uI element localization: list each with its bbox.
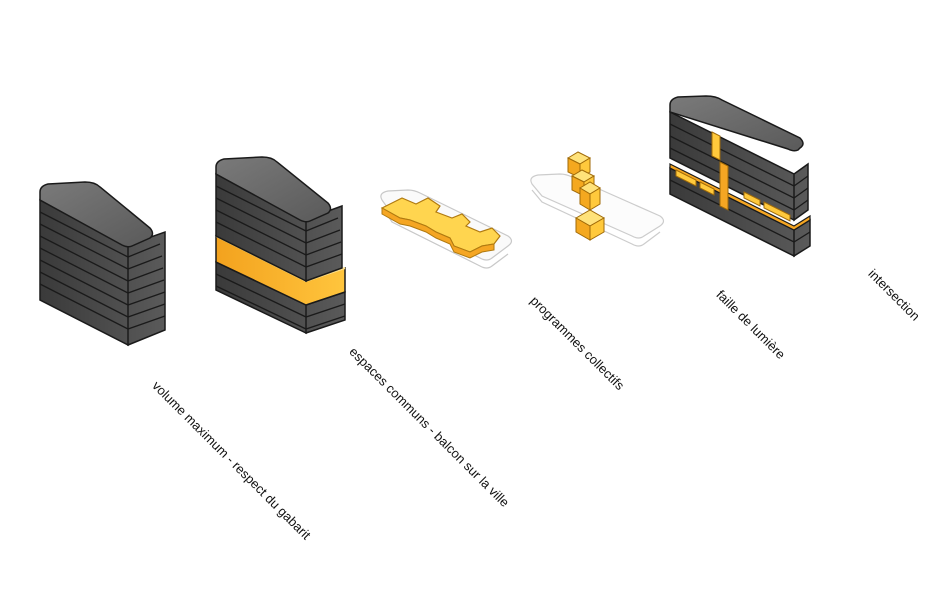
step-espaces-plan (380, 189, 513, 269)
step-programmes (530, 151, 665, 247)
step-espaces-stack (215, 156, 346, 335)
step-volume-stack (39, 181, 166, 347)
step-faille-stack (669, 95, 811, 258)
